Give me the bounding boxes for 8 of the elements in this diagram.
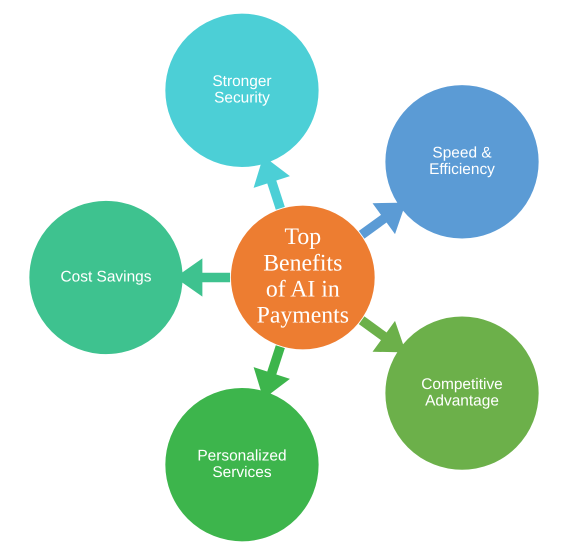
- node-circle: Personalized Services: [164, 386, 320, 542]
- node-circle: Speed & Efficiency: [384, 84, 540, 240]
- arrow: [358, 316, 406, 352]
- node-circle: Stronger Security: [164, 12, 320, 168]
- node-circle: Competitive Advantage: [384, 315, 540, 471]
- node-circle: Top Benefits of AI in Payments: [230, 204, 376, 351]
- arrow: [358, 202, 406, 239]
- node-circle: Cost Savings: [28, 200, 184, 356]
